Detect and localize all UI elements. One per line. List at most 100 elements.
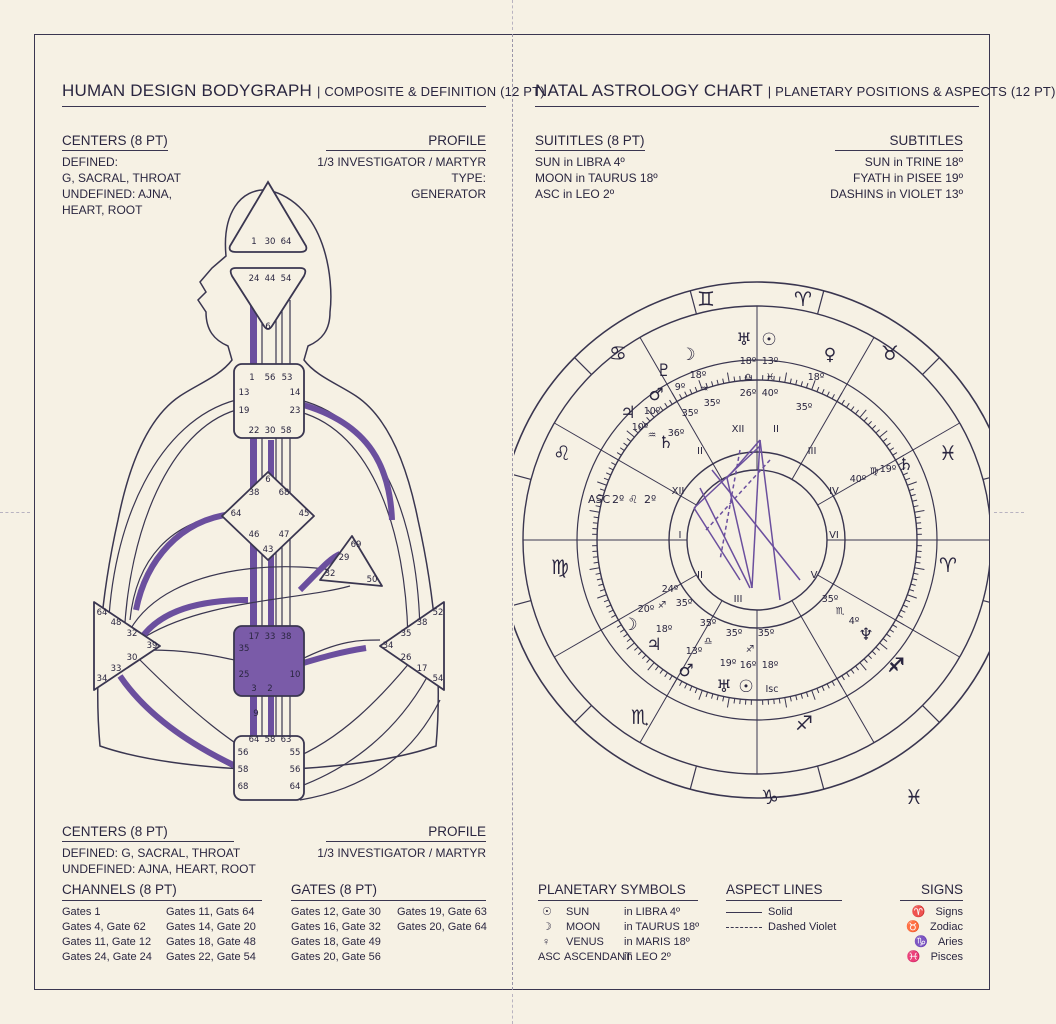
sign-divider [574,357,592,375]
degree-tick [679,394,683,399]
profile-line-bottom: 1/3 INVESTIGATOR / MARTYR [317,846,486,860]
degree-tick [679,681,683,686]
degree-tick [900,609,906,613]
sign-divider [574,705,592,723]
degree-tick [733,376,736,382]
svg-text:♐: ♐ [746,644,755,655]
degree-tick [596,578,602,581]
svg-text:6: 6 [265,475,270,485]
degree-tick [592,522,598,524]
svg-text:13º: 13º [762,356,779,367]
svg-text:♃: ♃ [620,403,635,423]
svg-text:♊: ♊ [697,287,715,311]
degree-tick [694,386,698,392]
degree-tick [626,638,632,642]
degree-tick [598,583,604,586]
svg-text:♐: ♐ [795,711,813,735]
svg-text:58: 58 [281,426,292,436]
svg-text:58: 58 [265,735,276,745]
degree-tick [916,556,922,558]
degree-tick [831,394,835,399]
degree-tick [773,699,775,705]
svg-text:35º: 35º [796,402,813,413]
bodygraph-title-text: HUMAN DESIGN BODYGRAPH [62,81,312,100]
svg-text:6: 6 [265,322,270,332]
degree-tick [626,642,635,650]
suititles-heading: SUITITLES (8 PT) [535,133,645,148]
degree-tick [831,681,835,686]
degree-tick [898,614,903,618]
degree-tick [811,380,816,390]
degree-tick [889,447,895,451]
svg-text:II: II [697,446,703,457]
svg-text:46: 46 [249,530,260,540]
svg-text:64: 64 [231,509,242,519]
degree-tick [642,654,647,660]
degree-tick [606,604,612,608]
svg-text:2º: 2º [644,493,656,506]
svg-text:♆: ♆ [858,625,873,645]
svg-text:64: 64 [290,782,301,792]
head-center [228,180,308,253]
svg-text:♑: ♑ [761,785,779,809]
degree-tick [733,698,736,704]
subtitles-list: SUN in TRINE 18º FYATH in PISEE 19º DASH… [830,155,963,201]
degree-tick [599,488,605,492]
profile-heading: PROFILE [428,133,486,148]
svg-text:20º: 20º [638,604,655,615]
house-spoke [554,422,697,506]
svg-text:26: 26 [401,653,412,663]
svg-text:♂: ♂ [678,661,693,681]
degree-tick [647,662,655,671]
svg-text:56: 56 [265,373,276,383]
svg-text:32: 32 [325,569,336,579]
degree-tick [900,467,906,471]
svg-text:♍: ♍ [551,555,569,579]
sign-divider [922,705,940,723]
svg-text:19º: 19º [880,464,897,475]
svg-text:III: III [808,446,817,457]
svg-text:35º: 35º [682,408,699,419]
degree-tick [836,678,843,688]
degree-tick [882,638,888,642]
channels-col1: Gates 1 Gates 4, Gate 62 Gates 11, Gate … [62,906,152,963]
degree-tick [913,505,919,508]
degree-tick [705,692,709,698]
svg-text:13º: 13º [686,646,703,657]
degree-tick [722,378,725,384]
svg-text:44: 44 [265,274,276,284]
degree-tick [910,494,916,497]
sun-icon: ☉ [542,906,552,918]
svg-text:24: 24 [249,274,260,284]
svg-text:♄: ♄ [898,455,913,475]
svg-text:I: I [679,530,682,541]
degree-tick [603,599,609,603]
svg-text:63: 63 [281,735,292,745]
svg-text:47: 47 [279,530,290,540]
svg-text:25: 25 [239,670,250,680]
svg-text:♀: ♀ [824,345,836,365]
degree-tick [616,452,622,456]
svg-text:38: 38 [417,618,428,628]
center-divider [512,34,513,990]
heading-rule [535,150,645,151]
degree-tick [805,692,809,698]
degree-tick [800,693,803,699]
aries-icon: ♈ [911,906,926,918]
degree-tick [598,494,604,497]
degree-tick [684,683,688,689]
svg-text:68: 68 [238,782,249,792]
svg-text:33: 33 [265,632,276,642]
svg-text:♃: ♃ [646,635,661,655]
svg-text:17: 17 [417,664,428,674]
degree-tick [611,614,616,618]
degree-tick [778,698,781,704]
degree-tick [914,509,925,513]
aspect-lines-list: Solid Dashed Violet [726,905,836,935]
svg-text:XII: XII [672,486,685,497]
svg-text:64: 64 [249,735,260,745]
degree-tick [739,375,741,381]
svg-text:18º: 18º [656,624,673,635]
